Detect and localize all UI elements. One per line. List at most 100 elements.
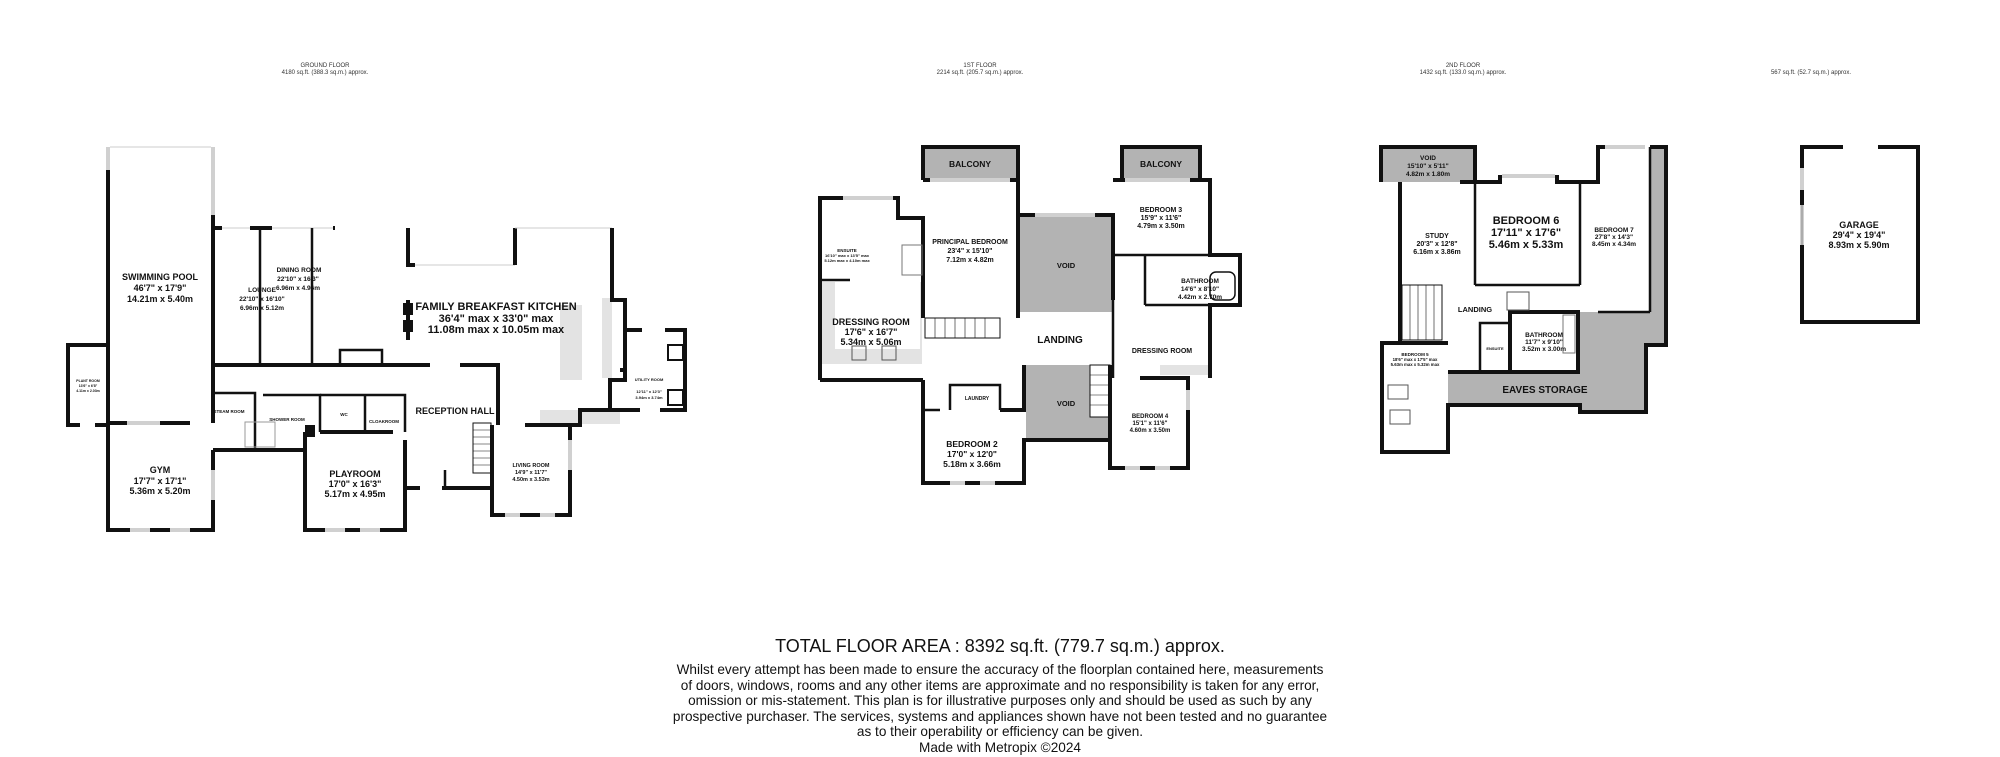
disclaimer-line: Whilst every attempt has been made to en… bbox=[676, 662, 1324, 677]
room-steam: STEAM ROOM bbox=[214, 409, 245, 414]
svg-text:7.12m x 4.82m: 7.12m x 4.82m bbox=[946, 257, 993, 264]
floor-title-first: 1ST FLOOR 2214 sq.ft. (205.7 sq.m.) appr… bbox=[937, 63, 1024, 76]
floor-title-garage: 567 sq.ft. (52.7 sq.m.) approx. bbox=[1771, 70, 1851, 76]
landing-first: LANDING bbox=[1037, 335, 1083, 346]
svg-text:17'7" x 17'1": 17'7" x 17'1" bbox=[134, 476, 187, 486]
svg-text:18'6" max x 17'5" max: 18'6" max x 17'5" max bbox=[1393, 357, 1438, 362]
room-study: STUDY 20'3" x 12'8" 6.16m x 3.86m bbox=[1413, 233, 1460, 256]
eaves-storage: EAVES STORAGE bbox=[1502, 385, 1588, 396]
room-kitchen: FAMILY BREAKFAST KITCHEN 36'4" max x 33'… bbox=[415, 301, 576, 336]
svg-text:4180 sq.ft. (388.3 sq.m.) appr: 4180 sq.ft. (388.3 sq.m.) approx. bbox=[282, 70, 369, 76]
garage-plan bbox=[1800, 145, 1920, 324]
room-dressing-room-2: DRESSING ROOM bbox=[1132, 348, 1192, 355]
room-utility: UTILITY ROOM 12'11" x 12'3" 3.94m x 3.74… bbox=[635, 377, 664, 400]
room-lounge: LOUNGE 22'10" x 16'10" 6.96m x 5.12m bbox=[239, 287, 284, 312]
svg-text:2214 sq.ft. (205.7 sq.m.) appr: 2214 sq.ft. (205.7 sq.m.) approx. bbox=[937, 70, 1024, 76]
svg-text:4.11m x 2.03m: 4.11m x 2.03m bbox=[76, 389, 100, 393]
svg-text:14.21m x 5.40m: 14.21m x 5.40m bbox=[127, 294, 193, 304]
svg-text:8.45m x 4.34m: 8.45m x 4.34m bbox=[1592, 241, 1636, 248]
svg-text:2ND FLOOR: 2ND FLOOR bbox=[1446, 63, 1481, 69]
svg-text:5.18m x 3.66m: 5.18m x 3.66m bbox=[943, 459, 1001, 469]
room-bedroom-3: BEDROOM 3 15'9" x 11'6" 4.79m x 3.50m bbox=[1137, 207, 1184, 230]
svg-text:BATHROOM: BATHROOM bbox=[1525, 332, 1563, 339]
svg-text:23'4" x 15'10": 23'4" x 15'10" bbox=[947, 248, 992, 255]
svg-text:46'7" x 17'9": 46'7" x 17'9" bbox=[134, 283, 187, 293]
svg-text:1ST FLOOR: 1ST FLOOR bbox=[963, 63, 997, 69]
svg-text:BALCONY: BALCONY bbox=[949, 159, 991, 169]
disclaimer-line: omission or mis-statement. This plan is … bbox=[688, 693, 1312, 709]
balcony-1: BALCONY bbox=[949, 159, 991, 169]
void-first-upper: VOID bbox=[1057, 261, 1076, 270]
svg-text:4.50m x 3.53m: 4.50m x 3.53m bbox=[512, 477, 549, 483]
svg-text:17'0" x 16'3": 17'0" x 16'3" bbox=[329, 479, 382, 489]
svg-text:15'1" x 11'6": 15'1" x 11'6" bbox=[1133, 421, 1168, 427]
svg-text:11.08m max x 10.05m max: 11.08m max x 10.05m max bbox=[428, 324, 565, 336]
floor-title-second: 2ND FLOOR 1432 sq.ft. (133.0 sq.m.) appr… bbox=[1420, 63, 1507, 76]
svg-text:4.60m x 3.50m: 4.60m x 3.50m bbox=[1130, 428, 1171, 434]
void-first-lower: VOID bbox=[1057, 399, 1076, 408]
svg-text:BEDROOM 2: BEDROOM 2 bbox=[946, 439, 998, 449]
svg-text:ENSUITE: ENSUITE bbox=[837, 248, 857, 253]
staircase-first bbox=[924, 317, 1111, 418]
svg-text:11'7" x 9'10": 11'7" x 9'10" bbox=[1525, 339, 1563, 346]
total-floor-area: TOTAL FLOOR AREA : 8392 sq.ft. (779.7 sq… bbox=[775, 636, 1225, 656]
svg-text:5.17m x 4.95m: 5.17m x 4.95m bbox=[324, 489, 385, 499]
svg-text:22'10" x 16'3": 22'10" x 16'3" bbox=[277, 276, 319, 283]
svg-text:3.94m x 3.74m: 3.94m x 3.74m bbox=[635, 395, 663, 400]
svg-text:22'10" x 16'10": 22'10" x 16'10" bbox=[239, 296, 284, 303]
svg-text:14'6" x 8'10": 14'6" x 8'10" bbox=[1181, 286, 1219, 293]
room-laundry: LAUNDRY bbox=[965, 396, 990, 402]
room-playroom: PLAYROOM 17'0" x 16'3" 5.17m x 4.95m bbox=[324, 469, 385, 499]
room-bathroom-first: BATHROOM 14'6" x 8'10" 4.42m x 2.70m bbox=[1178, 278, 1222, 301]
svg-text:29'4" x 19'4": 29'4" x 19'4" bbox=[1833, 230, 1886, 240]
svg-text:DRESSING ROOM: DRESSING ROOM bbox=[832, 317, 910, 327]
svg-text:1432 sq.ft. (133.0 sq.m.) appr: 1432 sq.ft. (133.0 sq.m.) approx. bbox=[1420, 70, 1507, 76]
disclaimer-line: as to their operability or efficiency ca… bbox=[856, 724, 1144, 740]
room-swimming-pool: SWIMMING POOL 46'7" x 17'9" 14.21m x 5.4… bbox=[122, 272, 198, 304]
svg-text:BATHROOM: BATHROOM bbox=[1181, 278, 1219, 285]
svg-text:4.82m x 1.80m: 4.82m x 1.80m bbox=[1406, 171, 1450, 178]
svg-text:15'9" x 11'6": 15'9" x 11'6" bbox=[1141, 215, 1182, 222]
svg-text:BEDROOM 5: BEDROOM 5 bbox=[1401, 352, 1429, 357]
svg-text:STUDY: STUDY bbox=[1425, 233, 1449, 240]
staircase bbox=[472, 422, 492, 474]
svg-text:17'0" x 12'0": 17'0" x 12'0" bbox=[947, 449, 997, 459]
svg-text:14'9" x 11'7": 14'9" x 11'7" bbox=[515, 470, 547, 476]
room-bedroom-2: BEDROOM 2 17'0" x 12'0" 5.18m x 3.66m bbox=[943, 439, 1001, 469]
second-floor-plan bbox=[1379, 145, 1668, 454]
void-second: VOID 15'10" x 5'11" 4.82m x 1.80m bbox=[1406, 155, 1450, 178]
svg-text:PRINCIPAL BEDROOM: PRINCIPAL BEDROOM bbox=[932, 239, 1008, 246]
svg-text:GYM: GYM bbox=[150, 465, 171, 475]
svg-text:4.42m x 2.70m: 4.42m x 2.70m bbox=[1178, 294, 1222, 301]
room-bathroom-second: BATHROOM 11'7" x 9'10" 3.52m x 3.00m bbox=[1522, 332, 1566, 353]
room-living: LIVING ROOM 14'9" x 11'7" 4.50m x 3.53m bbox=[512, 463, 550, 483]
svg-text:4.79m x 3.50m: 4.79m x 3.50m bbox=[1137, 223, 1184, 230]
svg-text:VOID: VOID bbox=[1420, 155, 1436, 162]
room-bedroom-5: BEDROOM 5 18'6" max x 17'5" max 5.63m ma… bbox=[1391, 352, 1440, 367]
svg-text:27'8" x 14'3": 27'8" x 14'3" bbox=[1595, 234, 1633, 241]
room-bedroom-7: BEDROOM 7 27'8" x 14'3" 8.45m x 4.34m bbox=[1592, 227, 1636, 248]
room-ensuite-first: ENSUITE 16'10" max x 13'5" max 5.12m max… bbox=[824, 248, 870, 263]
svg-text:6.96m x 4.96m: 6.96m x 4.96m bbox=[276, 285, 320, 292]
svg-text:8.93m x 5.90m: 8.93m x 5.90m bbox=[1828, 240, 1889, 250]
room-shower: SHOWER ROOM bbox=[269, 417, 305, 422]
svg-text:FAMILY BREAKFAST KITCHEN: FAMILY BREAKFAST KITCHEN bbox=[415, 301, 576, 313]
room-dressing-room-first: DRESSING ROOM 17'6" x 16'7" 5.34m x 5.06… bbox=[832, 317, 910, 347]
svg-text:3.52m x 3.00m: 3.52m x 3.00m bbox=[1522, 346, 1566, 353]
svg-text:36'4" max x 33'0" max: 36'4" max x 33'0" max bbox=[439, 313, 555, 325]
svg-text:5.36m x 5.20m: 5.36m x 5.20m bbox=[129, 486, 190, 496]
room-principal-bedroom: PRINCIPAL BEDROOM 23'4" x 15'10" 7.12m x… bbox=[932, 239, 1008, 264]
svg-text:16'10" max x 13'5" max: 16'10" max x 13'5" max bbox=[825, 253, 870, 258]
svg-text:12'11" x 12'3": 12'11" x 12'3" bbox=[636, 389, 662, 394]
room-cloakroom: CLOAKROOM bbox=[369, 419, 399, 424]
floor-title-ground: GROUND FLOOR 4180 sq.ft. (388.3 sq.m.) a… bbox=[282, 63, 369, 76]
landing-second: LANDING bbox=[1458, 305, 1492, 314]
room-wc: WC bbox=[340, 412, 348, 417]
disclaimer-line: prospective purchaser. The services, sys… bbox=[672, 708, 1328, 724]
staircase-second bbox=[1401, 284, 1443, 341]
svg-text:5.63m max x 5.32m max: 5.63m max x 5.32m max bbox=[1391, 362, 1440, 367]
svg-text:15'10" x 5'11": 15'10" x 5'11" bbox=[1407, 163, 1448, 170]
room-ensuite-second: ENSUITE bbox=[1486, 346, 1504, 351]
svg-text:DINING ROOM: DINING ROOM bbox=[277, 267, 322, 274]
